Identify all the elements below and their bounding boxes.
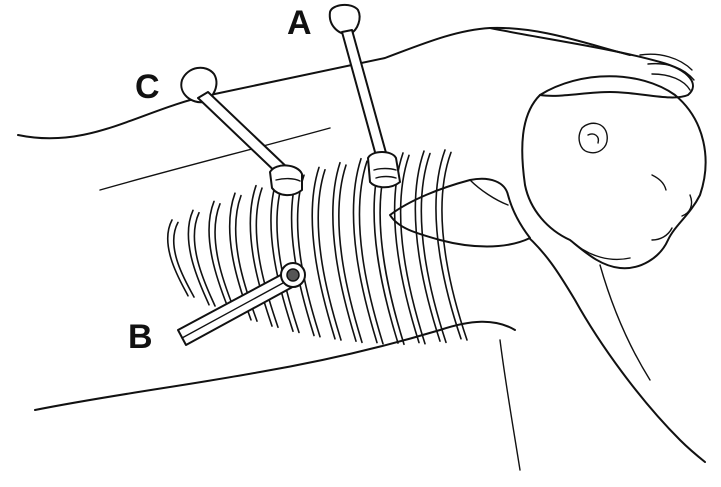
- label-c: C: [135, 68, 160, 106]
- instrument-a-handle: [330, 5, 360, 34]
- chest-contour: [520, 230, 705, 462]
- instrument-c: [181, 68, 302, 195]
- rib-line: [339, 165, 362, 342]
- hip-contour: [500, 340, 520, 470]
- neck-contour: [600, 265, 650, 380]
- rib-line: [318, 170, 341, 340]
- ear-inner: [588, 134, 598, 143]
- instrument-a-shaft: [342, 30, 388, 163]
- rib-line: [292, 173, 314, 336]
- instrument-b-port-inner: [287, 269, 299, 281]
- rib-line: [401, 155, 425, 343]
- instrument-a: [330, 5, 400, 187]
- rib-line: [298, 175, 320, 337]
- rib-line: [359, 161, 383, 344]
- rib-line: [174, 222, 194, 297]
- rib-line: [421, 154, 446, 343]
- rib-line: [168, 220, 188, 296]
- scapula: [390, 179, 530, 247]
- rib-line: [209, 201, 230, 312]
- ear: [579, 123, 607, 152]
- rib-line: [353, 159, 377, 343]
- instrument-b-shaft-line: [182, 277, 294, 338]
- label-b: B: [128, 318, 153, 356]
- jaw: [570, 240, 630, 259]
- eye: [652, 175, 666, 190]
- rib-line: [271, 179, 293, 331]
- label-a: A: [287, 4, 312, 42]
- rib-line: [277, 181, 299, 332]
- back-contour: [18, 28, 630, 138]
- rib-line: [442, 152, 467, 340]
- rib-line: [333, 163, 356, 341]
- rib-line: [312, 167, 335, 338]
- head-outline: [522, 76, 705, 268]
